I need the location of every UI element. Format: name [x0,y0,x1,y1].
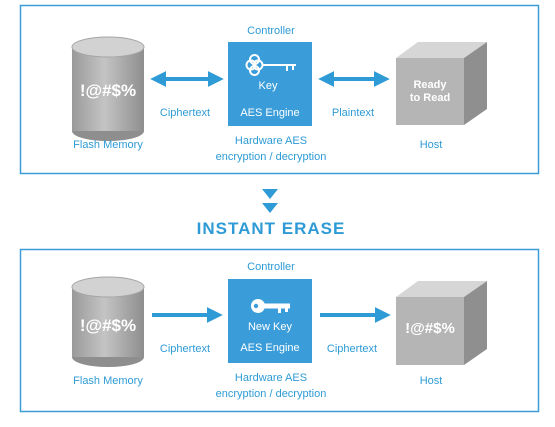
hardware-aes-label: Hardware AES [235,135,307,147]
top-panel-frame [19,4,540,175]
flash-memory-label-bottom: Flash Memory [73,375,143,387]
bottom-panel-frame [19,248,540,413]
hardware-aes-label-bottom: Hardware AES [235,372,307,384]
new-key-label: New Key [248,321,293,333]
encryption-decryption-label-bottom: encryption / decryption [216,388,327,400]
host-cube-bottom: !@#$% [396,281,487,365]
host-label: Host [420,139,443,151]
right-arrow-label-bottom: Ciphertext [327,343,377,355]
cylinder-text: !@#$% [80,316,136,335]
aes-engine-box [228,42,312,126]
new-key-icon [251,299,290,313]
instant-erase-title: INSTANT ERASE [197,219,346,238]
encryption-decryption-label: encryption / decryption [216,151,327,163]
key-icon [245,54,296,76]
key-label: Key [259,80,278,92]
cylinder-text: !@#$% [80,81,136,100]
host-label-bottom: Host [420,375,443,387]
down-chevron-icon-2 [262,203,278,213]
left-arrow-label-bottom: Ciphertext [160,343,210,355]
engine-label: AES Engine [240,107,299,119]
flash-memory-label: Flash Memory [73,139,143,151]
host-cube: Ready to Read [396,42,487,125]
flash-memory-cylinder-bottom: !@#$% [71,276,145,367]
cube-text-line-2: to Read [410,92,450,104]
left-arrow-label: Ciphertext [160,107,210,119]
cube-text-line-1: Ready [413,79,447,91]
right-arrow-label: Plaintext [332,107,374,119]
aes-engine-box-bottom [228,279,312,363]
cube-text-bottom: !@#$% [405,320,455,337]
engine-label-bottom: AES Engine [240,342,299,354]
down-chevron-icon-1 [262,189,278,199]
controller-label: Controller [247,25,295,37]
controller-label-bottom: Controller [247,261,295,273]
flash-memory-cylinder: !@#$% [71,36,145,141]
